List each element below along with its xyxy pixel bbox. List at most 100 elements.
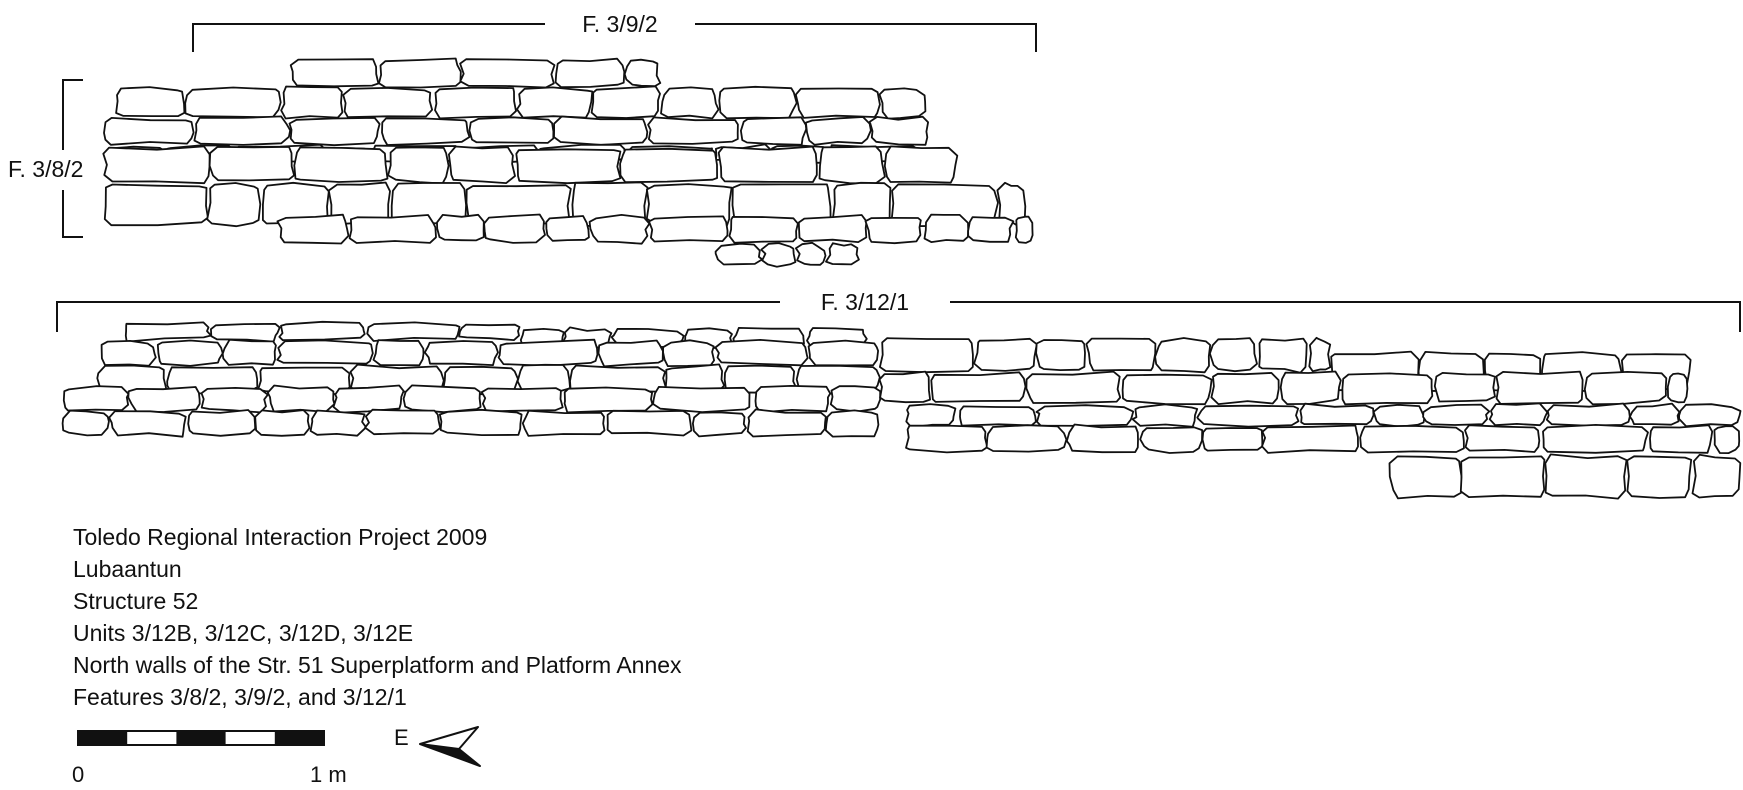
stone [1210, 372, 1280, 405]
stone [221, 338, 277, 366]
stone [436, 213, 485, 242]
stone [652, 386, 751, 413]
caption-line-features: Features 3/8/2, 3/9/2, and 3/12/1 [73, 684, 407, 710]
stone [187, 409, 257, 437]
stone [438, 408, 523, 436]
stone [208, 145, 295, 182]
label-f-3-12-1: F. 3/12/1 [821, 289, 909, 315]
stone [1359, 424, 1465, 454]
stone [718, 85, 798, 120]
stone [278, 320, 366, 342]
stone [1459, 455, 1546, 498]
stone [647, 116, 739, 145]
label-f-3-8-2: F. 3/8/2 [8, 156, 83, 182]
stone [824, 409, 880, 438]
stone [590, 85, 661, 119]
stone [378, 57, 462, 89]
stone [818, 145, 886, 185]
caption-block: Toledo Regional Interaction Project 2009… [73, 521, 682, 713]
stone [366, 321, 461, 342]
stone [754, 385, 832, 414]
stone [434, 86, 517, 120]
stone [985, 424, 1068, 453]
caption-line-structure: Structure 52 [73, 588, 199, 614]
stone [459, 58, 556, 89]
stone [1388, 455, 1463, 500]
stone [309, 409, 367, 437]
stone [740, 116, 808, 146]
stone [1372, 403, 1426, 428]
stone [448, 145, 516, 184]
stone [1422, 403, 1491, 426]
stone [516, 363, 571, 396]
stone [200, 387, 269, 414]
caption-line-units: Units 3/12B, 3/12C, 3/12D, 3/12E [73, 620, 414, 646]
stone [662, 339, 715, 367]
bracket-f-3-8-2: F. 3/8/2 [8, 79, 83, 238]
stone [717, 145, 818, 183]
stone [1035, 404, 1135, 427]
stone [879, 337, 974, 374]
stone [714, 339, 809, 367]
stone [692, 411, 747, 438]
stone [381, 117, 471, 146]
stone [864, 217, 922, 245]
stone [348, 214, 437, 244]
stone [266, 384, 336, 413]
stone [61, 409, 110, 437]
stone [714, 242, 764, 266]
bracket-f-3-9-2: F. 3/9/2 [192, 11, 1037, 52]
stone [289, 58, 380, 88]
stone [829, 385, 882, 413]
stone [276, 339, 374, 365]
stone [184, 86, 282, 119]
stone [1678, 403, 1742, 428]
stone [973, 337, 1038, 372]
stone [483, 213, 546, 244]
caption-line-description: North walls of the Str. 51 Superplatform… [73, 652, 682, 678]
scale-end-label: 1 m [310, 762, 347, 787]
stone [1666, 372, 1689, 404]
stone [1713, 425, 1741, 454]
direction-arrow: E [394, 725, 481, 767]
stone [1691, 453, 1742, 499]
stone [342, 87, 433, 118]
stone [468, 116, 555, 144]
stone [521, 409, 606, 437]
stone [100, 340, 157, 367]
stone [825, 242, 860, 266]
stone [1025, 370, 1122, 404]
stone [1629, 402, 1681, 426]
stone [276, 213, 350, 245]
stone [728, 216, 799, 244]
lower-wall-stones [61, 320, 1742, 500]
stone [1201, 427, 1264, 452]
stone [760, 242, 797, 268]
stone [156, 339, 224, 367]
stone [1626, 455, 1693, 499]
stone [619, 147, 718, 184]
stone [878, 370, 931, 404]
stone [807, 339, 879, 367]
stone [293, 146, 389, 183]
stone [1196, 404, 1300, 428]
stone [280, 85, 344, 120]
stone [1545, 402, 1631, 427]
stone [553, 115, 649, 146]
stone [1583, 371, 1668, 406]
stone [515, 148, 622, 185]
scale-segment-5 [274, 731, 324, 745]
stone [1085, 337, 1157, 372]
stone [868, 115, 929, 146]
stone [623, 58, 662, 87]
scale-segment-1 [78, 731, 128, 745]
stone [1209, 337, 1258, 373]
stone [115, 86, 186, 117]
stone [103, 183, 209, 227]
stone [1065, 423, 1139, 454]
stone [1131, 403, 1199, 428]
stone [124, 321, 212, 343]
stone [554, 57, 626, 89]
stone [797, 214, 868, 243]
stone [372, 339, 425, 367]
